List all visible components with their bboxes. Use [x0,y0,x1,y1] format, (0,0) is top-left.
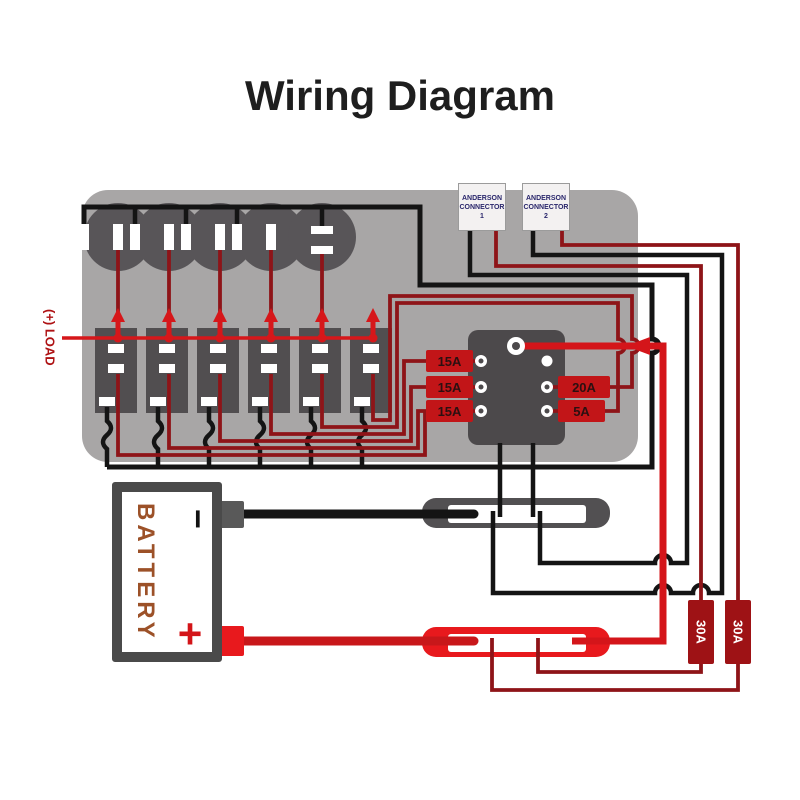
fuse-30a-1-label: 30A [693,620,709,644]
battery-label: BATTERY [132,503,159,642]
anderson-2-line2: CONNECTOR [523,203,569,211]
anderson2-positive-wire [490,231,740,692]
bright-red-wires [62,308,667,646]
negative-bus-bar [422,498,610,528]
main-positive-feed [524,342,667,645]
anderson-1-line2: CONNECTOR [459,203,505,211]
socket-5 [288,203,356,271]
fuse-30a-2-label: 30A [730,620,746,644]
battery-positive-symbol: + [177,610,203,657]
anderson1-positive-wire [494,231,703,674]
load-label: (+) LOAD [42,308,58,366]
battery-negative-symbol: − [178,509,217,529]
battery-negative-terminal [218,501,244,528]
anderson-1-line1: ANDERSON [461,194,503,202]
fuse-block [468,330,565,445]
anderson-connector-2: ANDERSON CONNECTOR 2 [522,183,570,231]
page-title: Wiring Diagram [245,72,555,119]
fuse-15a-3: 15A [426,400,473,422]
battery [112,482,222,662]
fuse-30a-1: 30A [688,600,714,664]
positive-bus-bar [422,627,610,657]
anderson-connector-1: ANDERSON CONNECTOR 1 [458,183,506,231]
fuse-30a-2: 30A [725,600,751,664]
fuse-5a: 5A [558,400,605,422]
fuse-15a-2: 15A [426,376,473,398]
fuse-15a-1: 15A [426,350,473,372]
anderson-1-number: 1 [480,212,484,220]
fuse-20a: 20A [558,376,610,398]
terminals [79,224,553,417]
feed-arrowhead [626,337,650,355]
load-arrows [111,308,380,343]
anderson2-negative-wire [490,231,725,596]
anderson-2-line1: ANDERSON [525,194,567,202]
anderson-2-number: 2 [544,212,548,220]
fuse-15a3-branch-wire [116,374,427,457]
